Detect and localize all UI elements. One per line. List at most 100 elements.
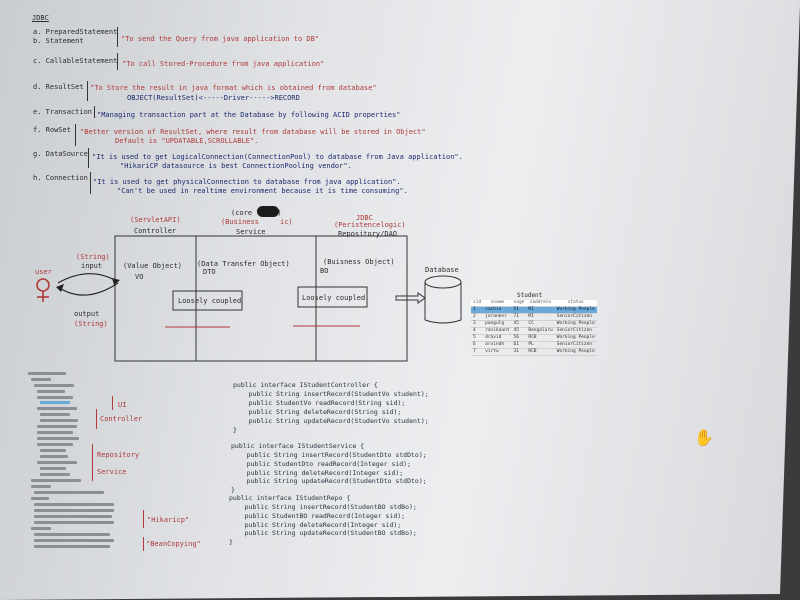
note-c-desc: "To call Stored-Procedure from java appl… — [122, 60, 325, 68]
input-arrow — [57, 273, 119, 284]
code-repo-3: public StudentBO readRecord(Integer sid)… — [229, 512, 406, 520]
note-f-desc: "Better version of ResultSet, where resu… — [80, 128, 426, 136]
controller-api-label: (ServletAPI) — [130, 216, 181, 224]
table-cell: SeniorCitizen — [554, 313, 597, 321]
table-cell: SeniorCitizen — [554, 341, 597, 349]
table-cell: jeranker — [483, 313, 512, 321]
tree-label-ui: UI — [118, 401, 127, 409]
service-logic-label: (Business ic) — [221, 218, 293, 226]
table-cell: pangulg — [483, 320, 512, 328]
table-cell: 45 — [511, 327, 527, 335]
tree-label-beancopying: "BeanCopying" — [146, 540, 201, 548]
note-c: c. CallableStatement — [33, 57, 118, 65]
string-input-label: (String) — [76, 253, 110, 261]
string-output-label: (String) — [74, 320, 108, 328]
repo-label: Repository/DAO — [338, 230, 398, 238]
service-label: Service — [236, 228, 266, 236]
table-cell: Working People — [554, 348, 597, 356]
tree-label-repository: Repository — [97, 451, 140, 459]
dto-type-label: (Data Transfer Object) — [197, 260, 290, 268]
code-controller-3: public StudentVo readRecord(String sid); — [233, 399, 406, 407]
note-d-desc: "To Store the result in java format whic… — [90, 84, 377, 92]
table-cell: ravikaant — [483, 327, 512, 335]
input-label: input — [81, 262, 103, 270]
note-d: d. ResultSet — [33, 83, 84, 91]
note-g: g. DataSource — [33, 150, 88, 158]
database-icon — [424, 275, 462, 289]
code-controller-1: public interface IStudentController { — [233, 381, 378, 389]
table-title: Student — [517, 292, 543, 299]
code-controller-6: } — [233, 426, 237, 434]
code-repo-2: public String insertRecord(StudentBO std… — [229, 503, 417, 511]
note-ab-desc: "To send the Query from java application… — [121, 35, 320, 43]
redaction-blob — [257, 206, 279, 217]
table-cell: Bengaluru — [526, 327, 555, 335]
tree-label-controller: Controller — [100, 415, 143, 423]
hand-cursor-icon: ✋ — [694, 428, 714, 447]
table-cell: 45 — [511, 320, 527, 328]
tree-label-service: Service — [97, 468, 127, 476]
table-header-cell: sname — [483, 300, 512, 307]
dto-label: DTO — [203, 268, 216, 276]
note-b: b. Statement — [33, 37, 84, 45]
table-cell: Working People — [554, 306, 597, 314]
code-service-6: } — [231, 486, 235, 494]
note-h: h. Connection — [33, 174, 88, 182]
table-cell: Working People — [554, 320, 597, 328]
table-cell: RCB — [526, 334, 555, 342]
code-controller-4: public String deleteRecord(String sid); — [233, 408, 402, 416]
table-cell: sachin — [483, 306, 512, 314]
code-repo-5: public String updateRecord(StudentBO std… — [229, 529, 417, 537]
table-cell: Working People — [554, 334, 597, 342]
table-header-cell: sage — [511, 300, 527, 307]
code-repo-1: public interface IStudentRepo { — [229, 494, 351, 502]
table-cell: arvindh — [483, 341, 512, 349]
table-header-cell: status — [554, 300, 597, 307]
code-service-1: public interface IStudentService { — [231, 442, 365, 450]
layers-box — [114, 235, 408, 362]
note-f: f. RowSet — [33, 126, 71, 134]
note-e: e. Transaction — [33, 108, 93, 116]
code-service-3: public StudentDto readRecord(Integer sid… — [231, 460, 412, 468]
repo-jdbc-label: JDBC — [356, 214, 373, 222]
controller-label: Controller — [134, 227, 177, 235]
table-cell: 6 — [471, 341, 484, 349]
code-service-4: public String deleteRecord(Integer sid); — [231, 469, 404, 477]
table-cell: 7 — [471, 348, 484, 356]
vo-label: VO — [135, 273, 144, 281]
vo-type-label: (Value Object) — [123, 262, 183, 270]
table-cell: 1 — [471, 306, 484, 314]
loose-coupled-1: Loosely coupled — [178, 297, 242, 305]
table-cell: virtu — [483, 348, 512, 356]
note-f-desc2: Default is "UPDATABLE,SCROLLABLE". — [115, 137, 259, 145]
table-header-cell: sid — [471, 300, 484, 307]
loose-box-1 — [172, 290, 243, 311]
note-a: a. PreparedStatement — [33, 28, 118, 36]
table-cell: RCB — [526, 348, 555, 356]
code-service-2: public String insertRecord(StudentDto st… — [231, 451, 427, 459]
table-cell: SeniorCitizen — [554, 327, 597, 335]
table-cell: 31 — [511, 348, 527, 356]
note-g-desc: "It is used to get LogicalConnection(Con… — [92, 153, 463, 161]
table-cell: MI — [526, 313, 555, 321]
note-d-desc2: OBJECT(ResultSet)<-----Driver----->RECOR… — [127, 94, 300, 102]
loose-coupled-2: Loosely coupled — [302, 294, 366, 302]
user-icon — [36, 278, 50, 292]
code-repo-4: public String deleteRecord(Integer sid); — [229, 521, 402, 529]
note-g-desc2: "HikariCP datasource is best ConnectionP… — [120, 162, 352, 170]
table-cell: MI — [526, 306, 555, 314]
code-repo-6: } — [229, 538, 233, 546]
bo-type-label: (Buisness Object) — [323, 258, 395, 266]
database-label: Database — [425, 266, 459, 274]
table-header-cell: saddress — [526, 300, 555, 307]
repo-logic-label: (Peristencelogic) — [334, 221, 406, 229]
